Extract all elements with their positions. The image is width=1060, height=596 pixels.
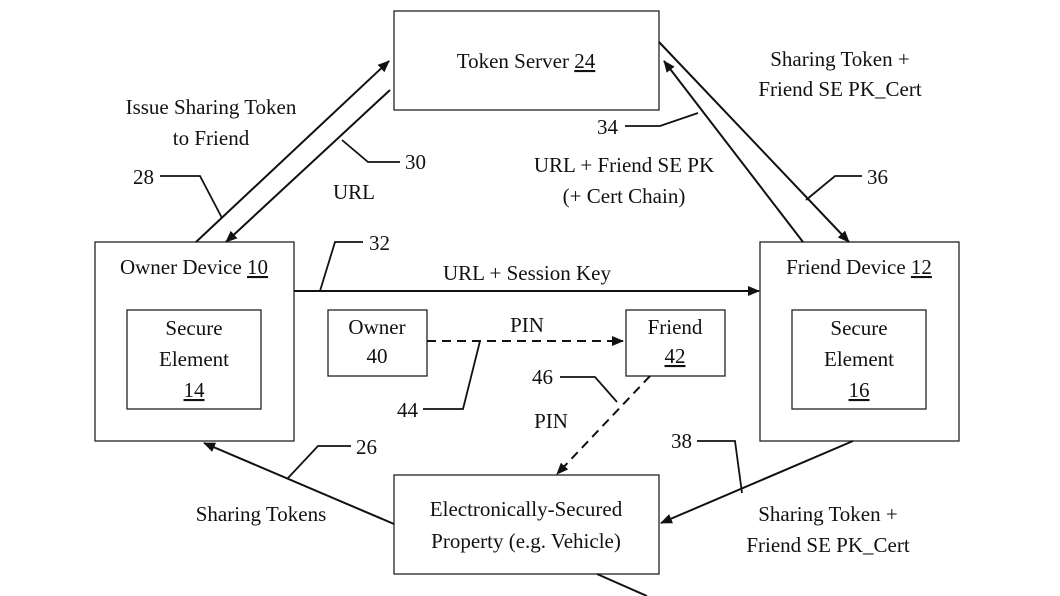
ref-46-leader [560, 376, 618, 403]
friend-to-property-line1: Sharing Token + [758, 502, 897, 526]
url-friend-pk-arrow [663, 60, 804, 243]
issue-label-line2: to Friend [173, 126, 250, 150]
property-node: Electronically-Secured Property (e.g. Ve… [393, 474, 660, 575]
owner-se-line2: Element [159, 347, 229, 371]
ref-32-leader [319, 241, 363, 292]
friend-se-line2: Element [824, 347, 894, 371]
token-to-friend-line1: Sharing Token + [770, 47, 909, 71]
owner-secure-element-node: Secure Element 14 [126, 309, 262, 410]
ref-46: 46 [532, 365, 553, 389]
owner-ref: 40 [367, 344, 388, 368]
ref-30: 30 [405, 150, 426, 174]
sharing-tokens-label: Sharing Tokens [196, 502, 327, 526]
token-server-label: Token Server 24 [457, 49, 596, 73]
property-tail-line [596, 573, 648, 596]
property-to-owner-arrow [203, 442, 395, 525]
owner-se-line1: Secure [165, 316, 222, 340]
token-to-friend-line2: Friend SE PK_Cert [758, 77, 922, 101]
owner-label: Owner [348, 315, 405, 339]
url-friend-pk-line2: (+ Cert Chain) [563, 184, 686, 208]
issue-label-line1: Issue Sharing Token [126, 95, 297, 119]
ref-44: 44 [397, 398, 419, 422]
friend-label: Friend [648, 315, 703, 339]
ref-34: 34 [597, 115, 619, 139]
property-line2: Property (e.g. Vehicle) [431, 529, 621, 553]
ref-34-leader [625, 112, 699, 127]
friend-device-label: Friend Device 12 [786, 255, 932, 279]
ref-28: 28 [133, 165, 154, 189]
pin-friend-property-arrow [556, 375, 651, 475]
token-to-friend-arrow [658, 41, 850, 243]
issue-sharing-token-arrow [195, 60, 390, 243]
url-session-key-label: URL + Session Key [443, 261, 611, 285]
friend-secure-element-node: Secure Element 16 [791, 309, 927, 410]
ref-30-leader [341, 139, 400, 163]
ref-26: 26 [356, 435, 377, 459]
owner-node: Owner 40 [327, 309, 428, 377]
friend-se-line1: Secure [830, 316, 887, 340]
pin-label-owner-friend: PIN [510, 313, 544, 337]
url-return-arrow [225, 89, 391, 243]
url-label: URL [333, 180, 375, 204]
ref-38: 38 [671, 429, 692, 453]
ref-32: 32 [369, 231, 390, 255]
token-server-node: Token Server 24 [393, 10, 660, 111]
friend-se-ref: 16 [849, 378, 870, 402]
ref-28-leader [160, 175, 223, 219]
friend-ref: 42 [665, 344, 686, 368]
url-friend-pk-line1: URL + Friend SE PK [534, 153, 714, 177]
friend-to-property-line2: Friend SE PK_Cert [746, 533, 910, 557]
owner-device-label: Owner Device 10 [120, 255, 268, 279]
ref-36-leader [805, 175, 862, 201]
friend-node: Friend 42 [625, 309, 726, 377]
pin-label-friend-property: PIN [534, 409, 568, 433]
ref-36: 36 [867, 165, 888, 189]
property-line1: Electronically-Secured [430, 497, 623, 521]
ref-44-leader [423, 340, 481, 410]
ref-38-leader [697, 440, 743, 494]
friend-to-property-arrow [660, 440, 854, 524]
ref-26-leader [287, 445, 351, 479]
owner-se-ref: 14 [184, 378, 206, 402]
